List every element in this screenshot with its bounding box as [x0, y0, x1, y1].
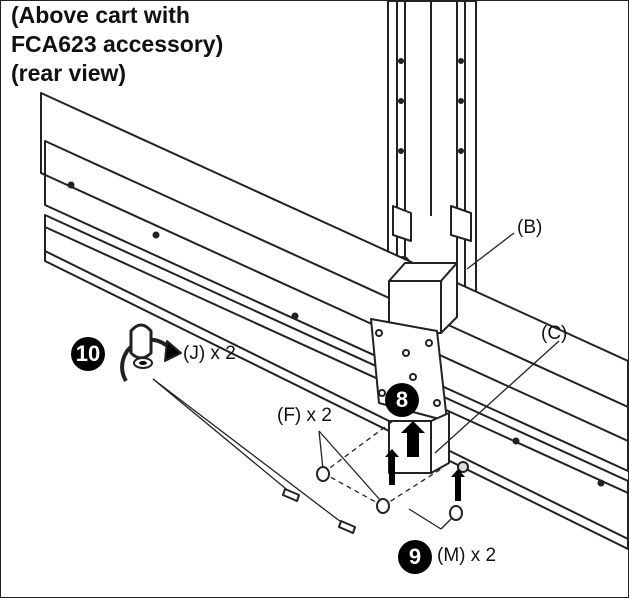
caption-line-3: (rear view): [11, 60, 127, 86]
screw-m: [449, 505, 463, 521]
washer-f: [316, 466, 390, 514]
label-j: (J) x 2: [183, 343, 236, 364]
screw-j: [282, 488, 356, 534]
label-c: (C): [541, 323, 568, 344]
label-m: (M) x 2: [437, 545, 497, 566]
horizontal-rail: [40, 92, 628, 550]
label-b: (B): [517, 217, 543, 238]
bracket-b: [388, 262, 458, 334]
caption-line-2: FCA623 accessory): [11, 31, 224, 57]
step-9-badge: 9: [398, 540, 432, 574]
label-f: (F) x 2: [277, 405, 332, 426]
assembly-dashed-lines: [322, 420, 442, 507]
caption-line-1: (Above cart with: [11, 2, 190, 28]
up-arrow-icon: [385, 421, 465, 501]
step-8-badge: 8: [385, 383, 419, 417]
rotate-screwdriver-icon: [120, 323, 182, 383]
leader-lines: [152, 232, 560, 530]
diagram-caption: (Above cart with FCA623 accessory) (rear…: [11, 1, 223, 88]
step-10-badge: 10: [71, 337, 105, 371]
